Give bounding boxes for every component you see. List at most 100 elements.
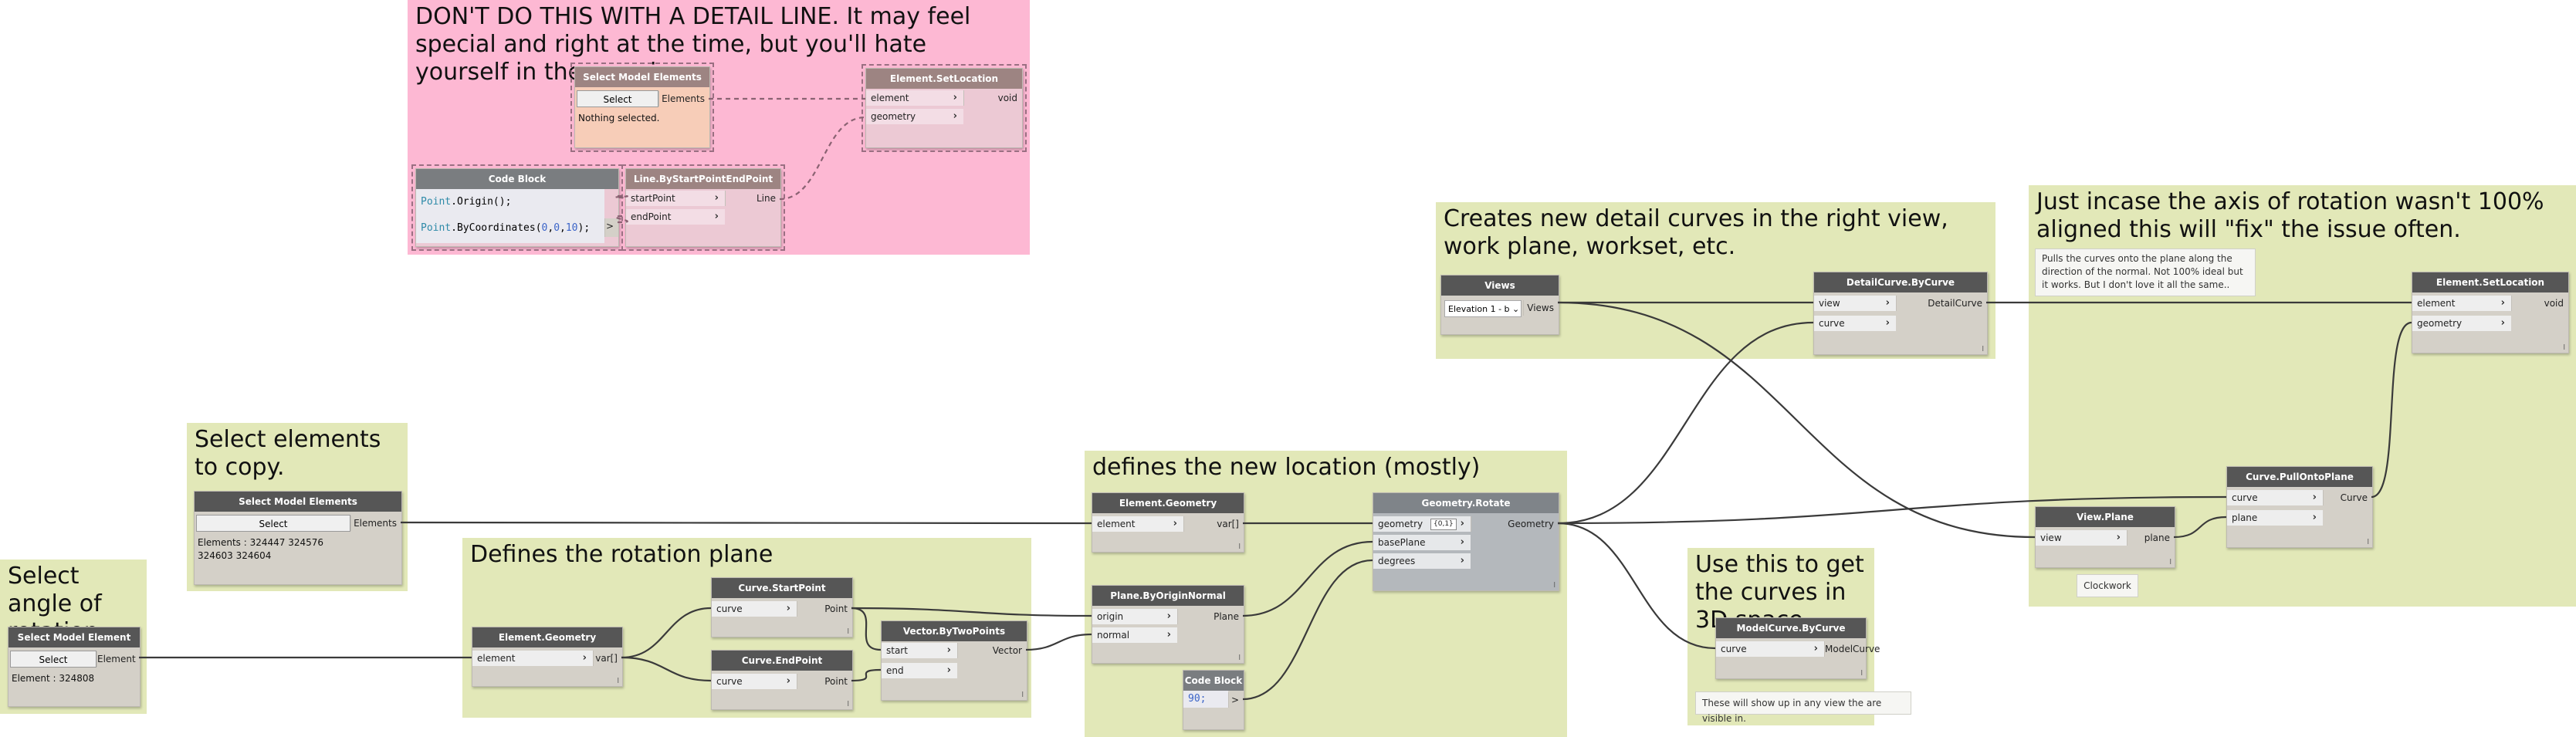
node-title: Code Block [1183,671,1244,691]
node-view-plane[interactable]: View.Plane view› plane l [2035,506,2175,568]
node-title: Element.Geometry [1092,493,1244,513]
output-port[interactable]: Plane [1177,609,1244,624]
chevron-right-icon: › [1885,297,1890,309]
node-element-setlocation-pink[interactable]: Element.SetLocation element› geometry› v… [861,64,1027,152]
node-select-model-elements-pink[interactable]: Select Model Elements Select Elements No… [570,63,714,152]
chevron-right-icon: › [1813,643,1818,654]
node-title: Select Model Elements [195,492,401,512]
input-port-end[interactable]: end› [882,663,957,678]
input-port-view[interactable]: view› [2036,530,2127,546]
output-port[interactable]: ModelCurve [1824,641,1880,657]
node-curve-pullontoplane[interactable]: Curve.PullOntoPlane curve› plane› Curve … [2226,466,2373,548]
input-port-element[interactable]: element› [866,90,963,106]
node-curve-endpoint[interactable]: Curve.EndPoint curve› Point l [711,650,853,710]
input-port-curve[interactable]: curve› [1716,641,1824,657]
input-port-curve[interactable]: curve› [712,674,797,689]
node-title: Select Model Element [8,627,140,647]
input-port-plane[interactable]: plane› [2227,510,2323,526]
select-button[interactable]: Select [196,515,350,532]
node-title: Code Block [416,169,618,189]
node-curve-startpoint[interactable]: Curve.StartPoint curve› Point l [711,577,853,637]
lacing-indicator: l [847,628,849,636]
output-port[interactable]: > [604,218,618,237]
port-label: curve [716,603,743,614]
node-plane-byoriginnormal[interactable]: Plane.ByOriginNormal origin› normal› Pla… [1092,585,1244,664]
lacing-indicator: l [1553,582,1555,590]
node-code-block-pink[interactable]: Code Block Point.Origin(); Point.ByCoord… [411,164,623,251]
node-title: Select Model Elements [575,67,709,87]
input-port-baseplane[interactable]: basePlane› [1373,535,1471,550]
chevron-right-icon: › [2312,512,2317,523]
input-port-degrees[interactable]: degrees› [1373,553,1471,569]
output-port[interactable]: Point [797,601,852,617]
lacing-indicator: l [847,701,849,708]
select-button[interactable]: Select [10,651,96,668]
input-port-curve[interactable]: curve› [712,601,797,617]
node-detailcurve-bycurve[interactable]: DetailCurve.ByCurve view› curve› DetailC… [1813,272,1988,355]
input-port-endpoint[interactable]: endPoint› [626,209,725,225]
select-button[interactable]: Select [577,90,658,107]
output-port[interactable]: > [1228,692,1244,708]
clockwork-package-note: Clockwork [2077,574,2138,597]
list-level-badge[interactable]: {0,1} [1430,519,1457,530]
output-port[interactable]: Elements [350,516,401,531]
node-modelcurve-bycurve[interactable]: ModelCurve.ByCurve curve› ModelCurve l [1715,617,1880,679]
lacing-indicator: l [2367,539,2369,546]
node-select-model-elements[interactable]: Select Model Elements Select Elements El… [194,491,402,585]
input-port-origin[interactable]: origin› [1092,609,1177,624]
views-dropdown[interactable]: Elevation 1 - b ⌄ [1444,300,1522,317]
port-label: geometry [2417,318,2463,329]
node-views[interactable]: Views Elevation 1 - b ⌄ Views [1440,275,1559,335]
output-port[interactable]: Line [725,191,780,206]
input-port-geometry[interactable]: geometry› [866,109,963,124]
output-port[interactable]: Elements [658,91,709,106]
input-port-element[interactable]: element› [1092,516,1183,532]
output-port[interactable]: Curve [2323,490,2372,505]
lacing-indicator: l [1238,543,1241,551]
input-port-geometry[interactable]: geometry{0,1}› [1373,516,1471,532]
code-line-2: Point.ByCoordinates(0,0,10); [421,222,591,234]
node-line-by-start-end-pink[interactable]: Line.ByStartPointEndPoint startPoint› en… [621,164,785,251]
output-port[interactable]: void [963,90,1022,106]
node-title: Plane.ByOriginNormal [1092,586,1244,606]
output-port[interactable]: Geometry [1471,516,1559,532]
port-label: element [2417,298,2456,309]
node-element-geometry-copy[interactable]: Element.Geometry element› var[] l [1092,492,1244,553]
input-port-element[interactable]: element› [472,651,593,666]
input-port-geometry[interactable]: geometry › [2412,316,2511,331]
node-title: Element.Geometry [472,627,622,647]
node-vector-bytwopoints[interactable]: Vector.ByTwoPoints start› end› Vector l [881,620,1027,701]
lacing-indicator: l [1982,346,1984,353]
node-select-model-element[interactable]: Select Model Element Select Element Elem… [8,627,140,707]
output-port[interactable]: void [2511,296,2568,311]
output-port[interactable]: Views [1523,300,1559,316]
output-port[interactable]: var[] [593,651,622,666]
selection-status: Nothing selected. [578,113,660,123]
chevron-right-icon: › [2312,492,2317,503]
input-port-start[interactable]: start› [882,643,957,658]
output-port[interactable]: Point [797,674,852,689]
node-title: View.Plane [2036,507,2175,527]
node-code-block-90[interactable]: Code Block 90; > [1183,670,1244,730]
output-port[interactable]: Element [96,651,140,667]
node-element-setlocation[interactable]: Element.SetLocation element› geometry› v… [2412,272,2569,353]
input-port-normal[interactable]: normal› [1092,627,1177,643]
input-port-view[interactable]: view› [1814,296,1896,311]
port-label: curve [1819,318,1845,329]
input-port-curve[interactable]: curve› [2227,490,2323,505]
node-title: Element.SetLocation [866,69,1022,89]
output-port[interactable]: var[] [1183,516,1244,532]
input-port-curve[interactable]: curve› [1814,316,1896,331]
node-geometry-rotate[interactable]: Geometry.Rotate geometry{0,1}› basePlane… [1373,492,1559,591]
input-port-element[interactable]: element› [2412,296,2511,311]
output-port[interactable]: DetailCurve [1896,296,1987,311]
chevron-right-icon: › [1173,518,1177,529]
chevron-down-icon: ⌄ [1512,304,1520,314]
output-port[interactable]: Vector [957,643,1027,658]
output-port[interactable]: plane [2127,530,2175,546]
node-element-geometry-angle[interactable]: Element.Geometry element› var[] l [472,627,623,687]
code-editor[interactable]: Point.Origin(); Point.ByCoordinates(0,0,… [416,189,604,243]
chevron-right-icon: › [2500,317,2505,329]
input-port-startpoint[interactable]: startPoint› [626,191,725,206]
code-editor[interactable]: 90; [1183,691,1228,708]
